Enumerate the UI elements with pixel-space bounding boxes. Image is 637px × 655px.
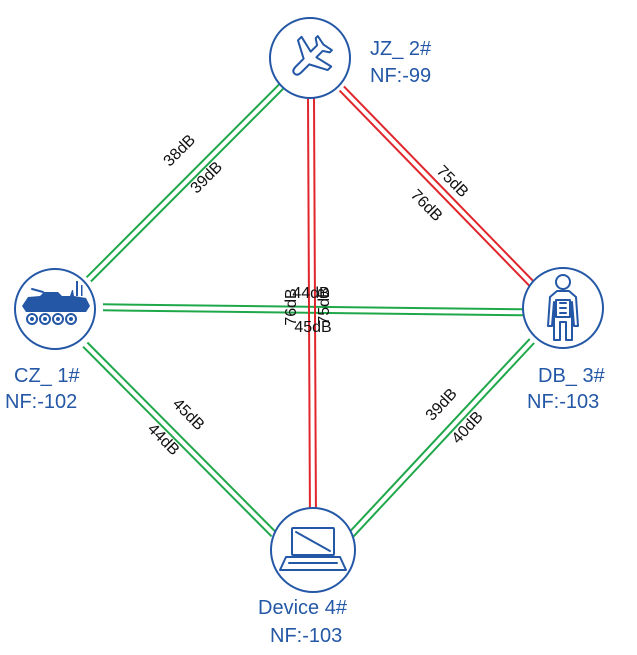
node-dev-circle[interactable] xyxy=(270,507,356,593)
armored-vehicle-icon xyxy=(22,281,90,325)
link-dev-db[interactable] xyxy=(348,338,535,538)
link-jz-db[interactable] xyxy=(338,85,536,288)
node-jz-nf: NF:-99 xyxy=(370,65,431,87)
node-db[interactable]: DB_ 3# NF:-103 xyxy=(522,267,606,413)
link-cz-dev[interactable] xyxy=(82,341,277,538)
node-dev-name: Device 4# xyxy=(258,597,348,619)
link-label-jz-dev-a: 76dB xyxy=(283,288,300,325)
node-jz-name: JZ_ 2# xyxy=(370,38,432,60)
node-db-name: DB_ 3# xyxy=(538,365,606,387)
node-cz-name: CZ_ 1# xyxy=(14,365,80,387)
node-db-nf: NF:-103 xyxy=(527,391,599,413)
link-label-jz-db-a: 75dB xyxy=(433,163,471,201)
node-dev[interactable]: Device 4# NF:-103 xyxy=(258,507,356,647)
link-cz-jz[interactable] xyxy=(85,82,286,283)
link-label-jz-dev-b: 75dB xyxy=(316,287,333,324)
link-label-cz-dev-a: 45dB xyxy=(169,396,207,434)
node-jz[interactable]: JZ_ 2# NF:-99 xyxy=(269,17,432,99)
soldier-icon xyxy=(547,274,579,341)
link-cz-db[interactable] xyxy=(102,303,524,317)
node-jz-circle[interactable] xyxy=(269,17,351,99)
link-jz-dev[interactable] xyxy=(307,96,317,526)
links-layer xyxy=(82,82,536,538)
node-dev-nf: NF:-103 xyxy=(270,625,342,647)
airplane-icon xyxy=(292,35,333,76)
link-label-cz-db-b: 45dB xyxy=(294,319,331,336)
link-label-cz-jz-a: 38dB xyxy=(161,132,199,170)
laptop-icon xyxy=(279,527,347,571)
node-cz-nf: NF:-102 xyxy=(5,391,77,413)
node-cz[interactable]: CZ_ 1# NF:-102 xyxy=(5,268,96,413)
link-label-cz-db-a: 44dB xyxy=(292,285,329,302)
